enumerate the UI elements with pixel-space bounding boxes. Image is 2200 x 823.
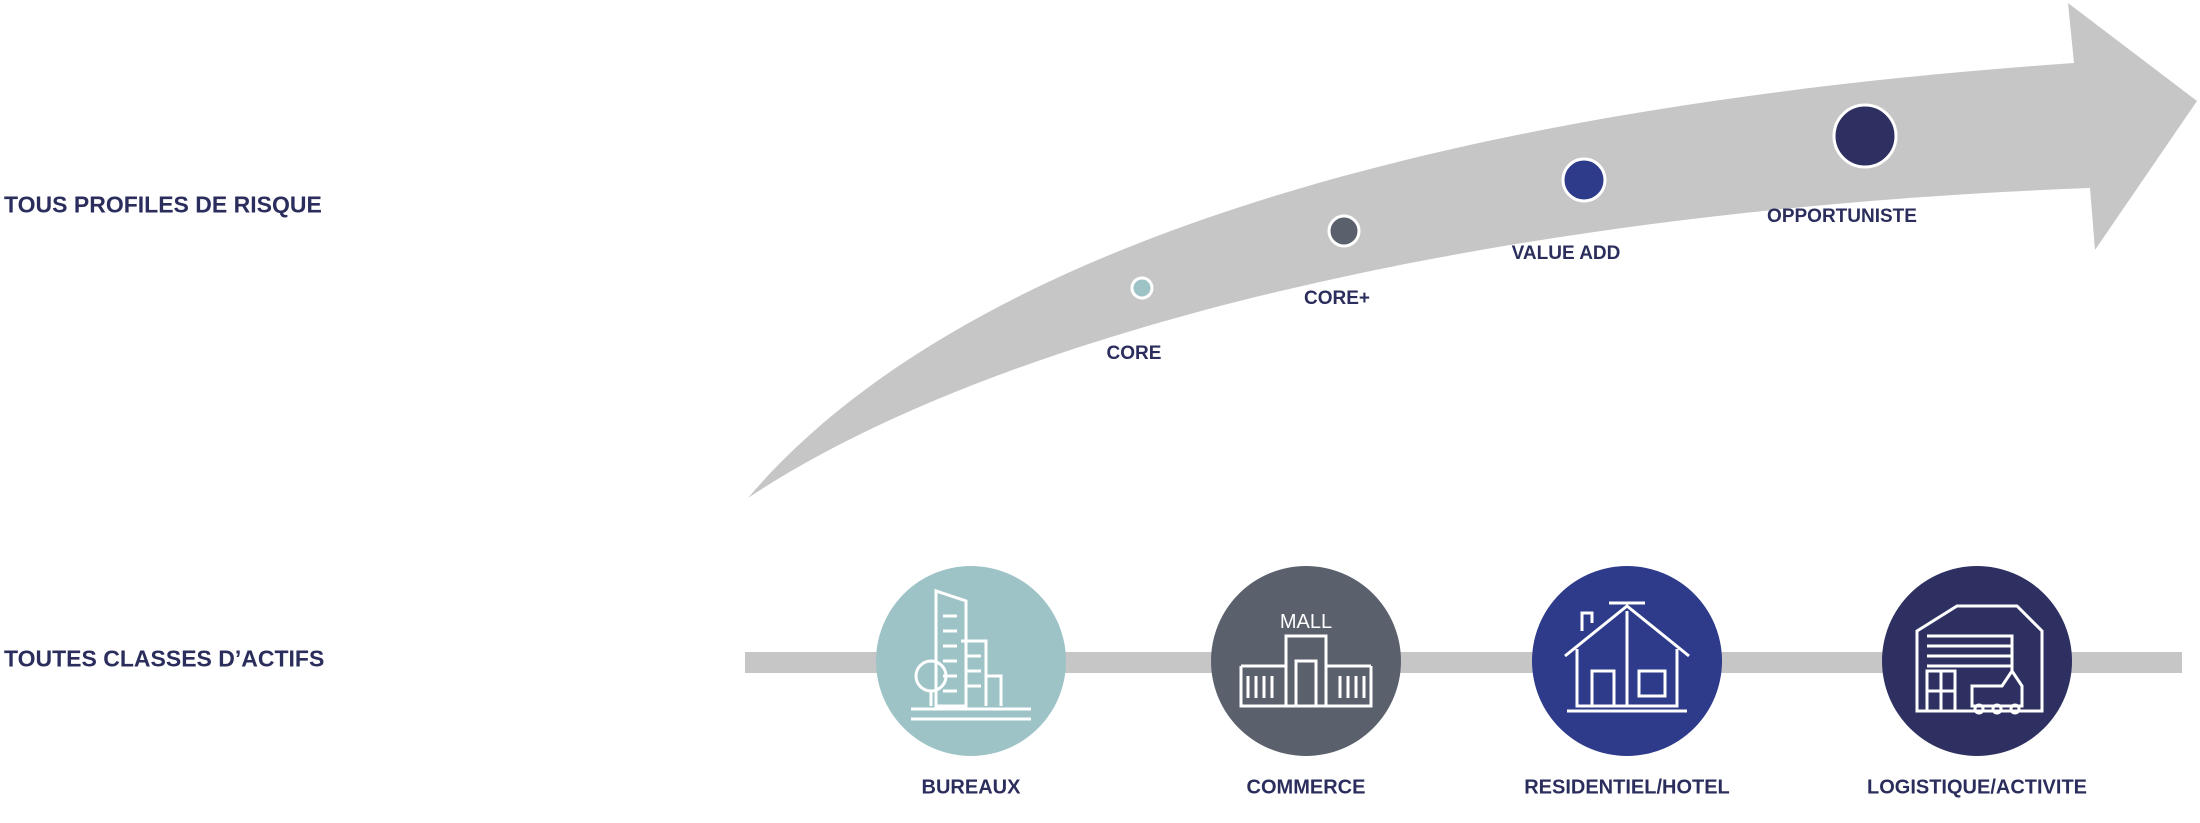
asset-circle-residentiel [1532, 566, 1722, 756]
asset-circle-logistique [1882, 566, 2072, 756]
stage-label-core: CORE [1106, 343, 1162, 364]
asset-circle-commerce: MALL [1211, 566, 1401, 756]
asset-label-bureaux: BUREAUX [921, 776, 1021, 799]
house-icon [1564, 601, 1690, 713]
stage-dot-opportuniste [1832, 103, 1898, 169]
asset-label-commerce: COMMERCE [1246, 776, 1366, 799]
asset-bar [745, 652, 2182, 673]
mall-sign: MALL [1280, 611, 1332, 633]
asset-circle-bureaux [876, 566, 1066, 756]
asset-label-residentiel: RESIDENTIEL/HOTEL [1524, 776, 1730, 799]
stage-label-opportuniste: OPPORTUNISTE [1767, 206, 1917, 227]
stage-dot-core-plus [1327, 214, 1361, 248]
mall-icon [1239, 634, 1373, 708]
office-buildings-icon [911, 588, 1031, 721]
risk-arrow [748, 3, 2197, 498]
stage-label-core-plus: CORE+ [1304, 288, 1370, 309]
asset-label-logistique: LOGISTIQUE/ACTIVITE [1866, 776, 2088, 799]
stage-dot-core [1130, 276, 1154, 300]
risk-profiles-label: TOUS PROFILES DE RISQUE [4, 191, 322, 218]
stage-label-value-add: VALUE ADD [1511, 243, 1621, 264]
asset-classes-label: TOUTES CLASSES D’ACTIFS [4, 645, 325, 672]
warehouse-icon [1915, 604, 2044, 715]
stage-dot-value-add [1561, 157, 1607, 203]
